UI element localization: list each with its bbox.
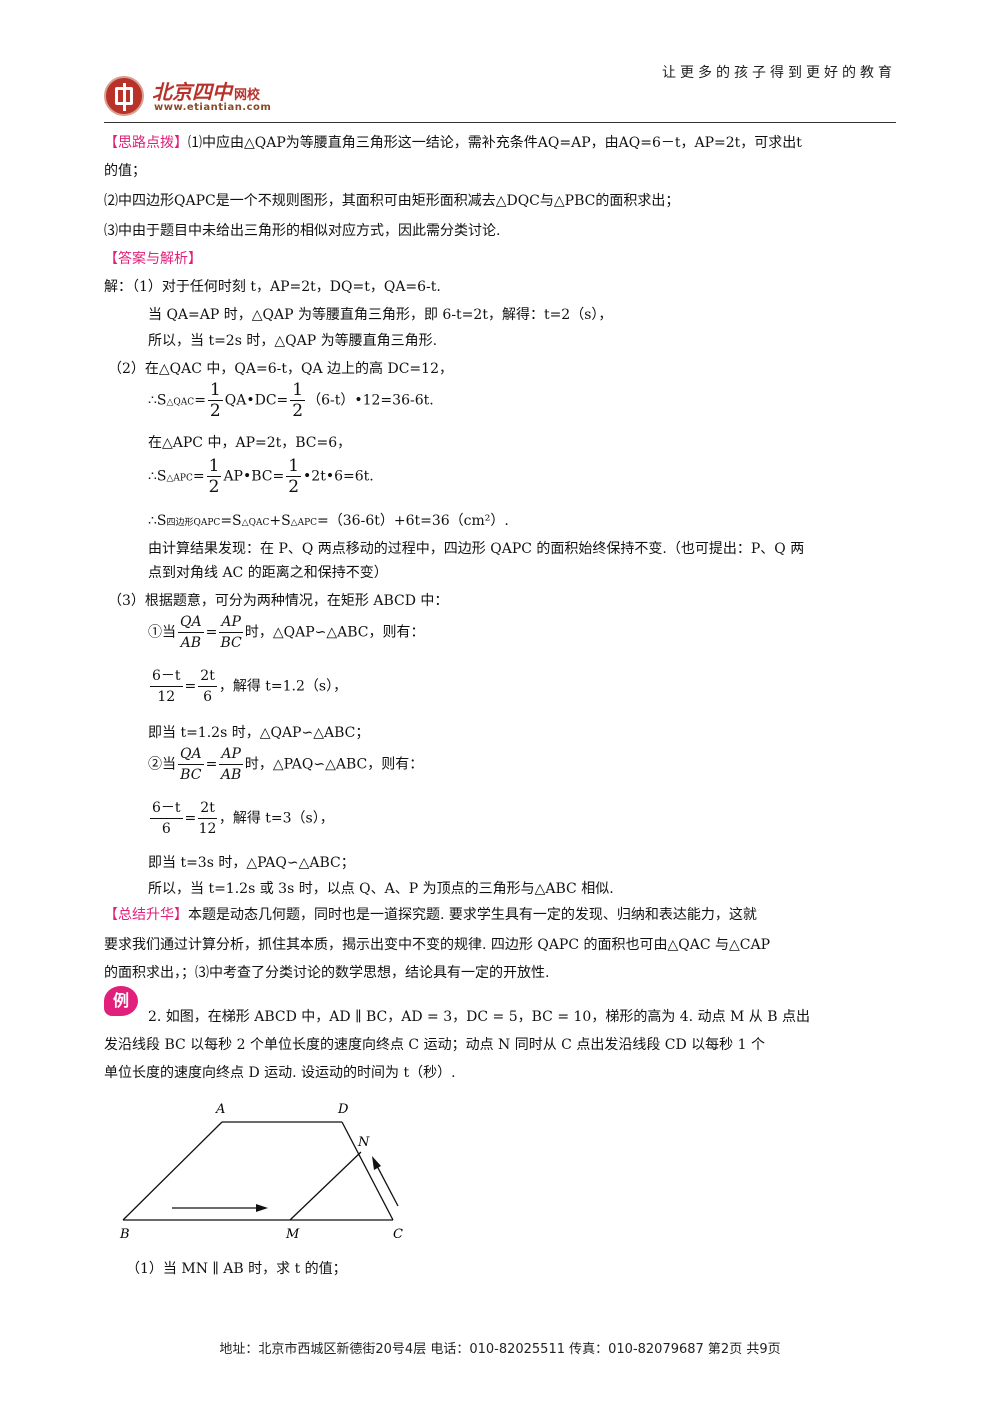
arrow-b-to-m-head bbox=[256, 1204, 268, 1212]
label-m: M bbox=[285, 1227, 300, 1242]
header-rule bbox=[104, 122, 896, 123]
arrow-c-to-n bbox=[375, 1163, 399, 1207]
label-n: N bbox=[357, 1135, 370, 1150]
trapezoid-figure: A D N B M C bbox=[119, 1102, 403, 1242]
hint-tag: 【思路点拨】 bbox=[104, 135, 188, 151]
label-b: B bbox=[119, 1227, 130, 1242]
example-line-3: 单位长度的速度向终点 D 运动. 设运动的时间为 t（秒）. bbox=[104, 1065, 456, 1081]
summary-line-1: 【总结升华】本题是动态几何题，同时也是一道探究题. 要求学生具有一定的发现、归纳… bbox=[104, 907, 757, 923]
footer: 地址：北京市西城区新德街20号4层 电话：010-82025511 传真：010… bbox=[219, 1342, 781, 1357]
summary-line-3: 的面积求出，；⑶中考查了分类讨论的数学思想，结论具有一定的开放性. bbox=[104, 965, 550, 981]
example-line-2: 发沿线段 BC 以每秒 2 个单位长度的速度向终点 C 运动；动点 N 同时从 … bbox=[104, 1037, 765, 1053]
logo-name: 北京四中网校 bbox=[152, 80, 261, 104]
answer-step-6: 在△APC 中，AP=2t，BC=6， bbox=[148, 435, 352, 451]
answer-step-10: 点到对角线 AC 的距离之和保持不变） bbox=[148, 565, 388, 581]
example-badge: 例 bbox=[104, 986, 138, 1016]
case-1-result: 即当 t=1.2s 时，△QAP∽△ABC； bbox=[148, 725, 370, 741]
side-dc bbox=[341, 1121, 394, 1221]
summary-line-2: 要求我们通过计算分析，抓住其本质，揭示出变中不变的规律. 四边形 QAPC 的面… bbox=[104, 937, 771, 953]
answer-step-2: 当 QA=AP 时，△QAP 为等腰直角三角形，即 6-t=2t，解得：t=2（… bbox=[148, 307, 613, 323]
case-2-result: 即当 t=3s 时，△PAQ∽△ABC； bbox=[148, 855, 355, 871]
answer-step-9: 由计算结果发现：在 P、Q 两点移动的过程中，四边形 QAPC 的面积始终保持不… bbox=[148, 541, 805, 557]
example-line-1: 2. 如图，在梯形 ABCD 中，AD ∥ BC，AD = 3，DC = 5，B… bbox=[148, 1009, 810, 1025]
logo[interactable]: 北京四中网校 www.etiantian.com bbox=[104, 74, 304, 122]
header-motto: 让更多的孩子得到更好的教育 bbox=[662, 65, 896, 81]
answer-step-1: 解：（1）对于任何时刻 t，AP=2t，DQ=t，QA=6-t. bbox=[104, 279, 441, 295]
answer-step-3: 所以，当 t=2s 时，△QAP 为等腰直角三角形. bbox=[148, 333, 438, 349]
label-a: A bbox=[215, 1102, 225, 1117]
summary-tag: 【总结升华】 bbox=[104, 907, 188, 923]
logo-emblem-icon bbox=[104, 76, 144, 116]
hint-line-2: ⑵中四边形QAPC是一个不规则图形，其面积可由矩形面积减去△DQC与△PBC的面… bbox=[104, 193, 680, 209]
side-ab bbox=[122, 1121, 223, 1221]
label-d: D bbox=[337, 1102, 349, 1117]
label-c: C bbox=[393, 1227, 403, 1242]
hint-line-1b: 的值； bbox=[104, 163, 146, 179]
answer-area-total: ∴S四边形QAPC=S△QAC+S△APC=（36-6t）+6t=36（cm²）… bbox=[148, 513, 509, 529]
answer-final: 所以，当 t=1.2s 或 3s 时，以点 Q、A、P 为顶点的三角形与△ABC… bbox=[148, 881, 614, 897]
answer-step-4: （2）在△QAC 中，QA=6-t，QA 边上的高 DC=12， bbox=[108, 361, 453, 377]
arrow-c-to-n-head bbox=[372, 1156, 381, 1170]
segment-mn bbox=[289, 1151, 362, 1221]
logo-url: www.etiantian.com bbox=[154, 102, 272, 113]
question-1: （1）当 MN ∥ AB 时，求 t 的值； bbox=[126, 1261, 347, 1277]
hint-line-3: ⑶中由于题目中未给出三角形的相似对应方式，因此需分类讨论. bbox=[104, 223, 501, 239]
answer-step-11: （3）根据题意，可分为两种情况，在矩形 ABCD 中： bbox=[108, 593, 449, 609]
hint-line-1: 【思路点拨】⑴中应由△QAP为等腰直角三角形这一结论，需补充条件AQ=AP，由A… bbox=[104, 135, 802, 151]
answer-tag: 【答案与解析】 bbox=[104, 251, 202, 267]
